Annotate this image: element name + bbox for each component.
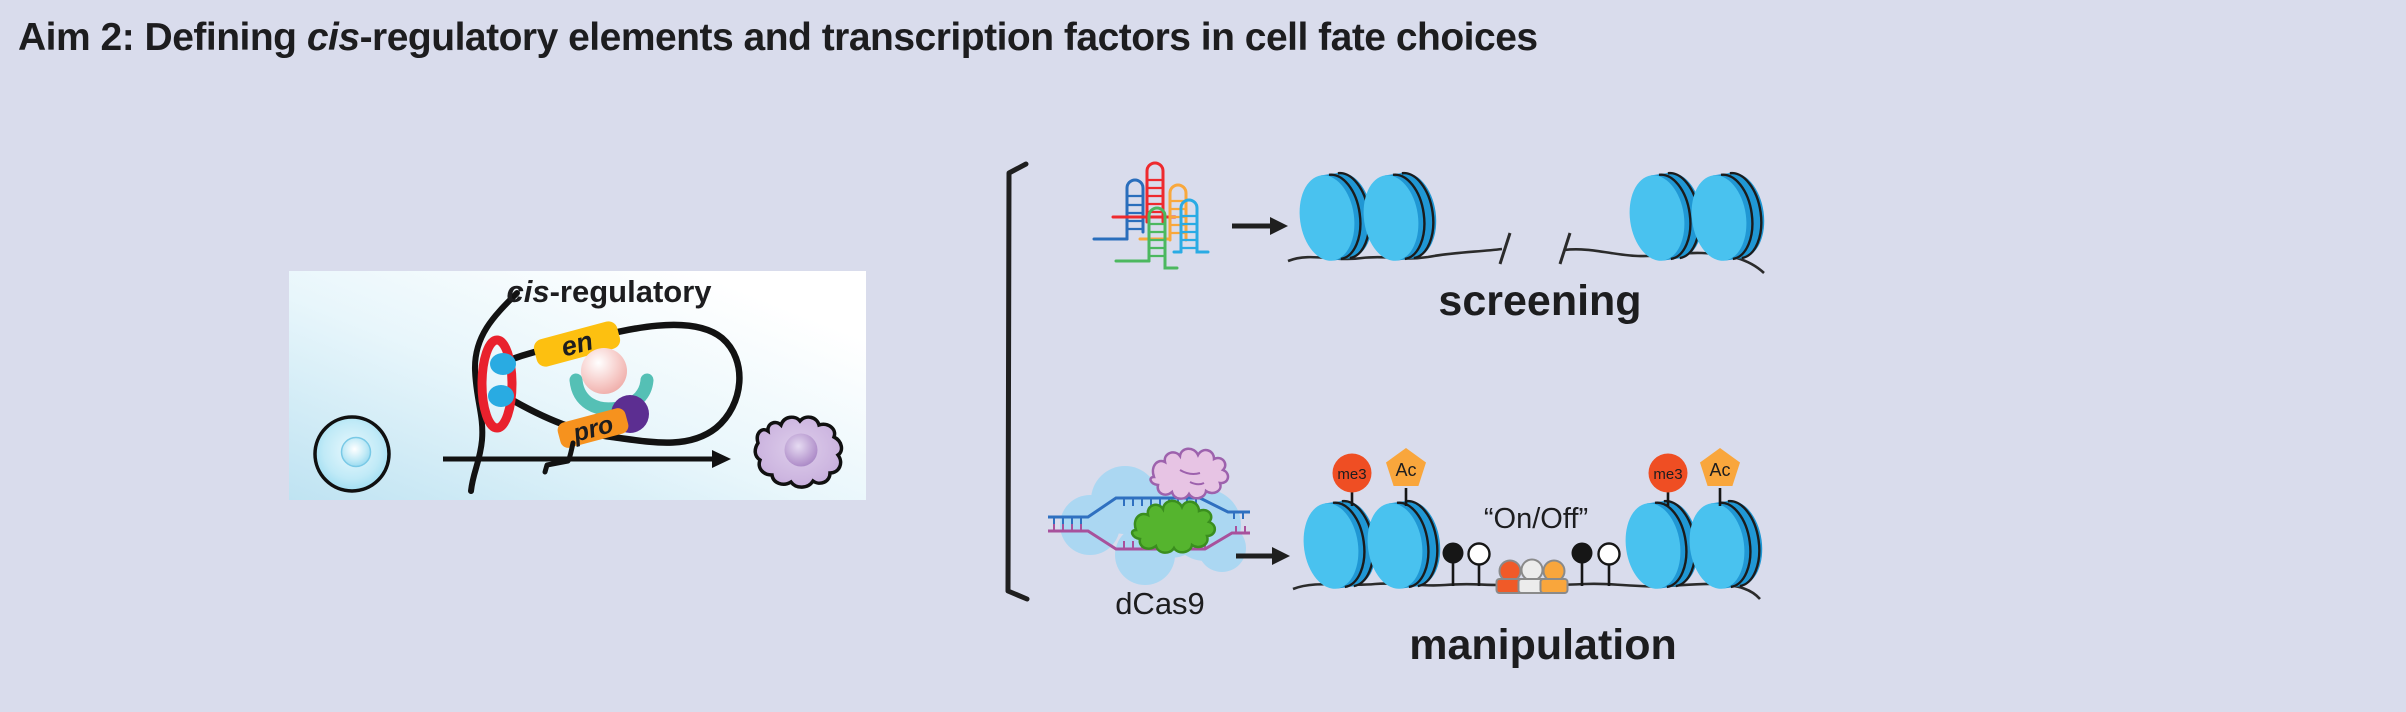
dcas9-label: dCas9: [1115, 586, 1205, 621]
grna-library-icon: [1092, 161, 1210, 270]
blue-cell-nucleus: [340, 436, 372, 468]
methyl-lollipop-open-icon: [1467, 542, 1491, 586]
grna-cyan-hairpin: [1172, 198, 1210, 254]
title-prefix: Aim 2: Defining: [18, 16, 307, 59]
on-off-label: “On/Off”: [1484, 503, 1588, 535]
tf-figure-white-icon: [1517, 558, 1547, 594]
grna-blue-hairpin: [1092, 178, 1145, 241]
screening-arrow-icon: [1232, 217, 1288, 235]
break-slash-icon: [1558, 232, 1572, 265]
screening-row: screening: [1092, 161, 1771, 325]
enhancer-box: en: [533, 321, 621, 367]
grna-orange-hairpin: [1138, 183, 1188, 242]
blue-cell: [313, 415, 391, 493]
effector-green-icon: [1130, 499, 1216, 554]
nucleosome-icon: [1361, 495, 1447, 594]
manipulation-row: dCas9: [1048, 447, 1769, 669]
title-suffix: -regulatory elements and transcription f…: [359, 16, 1539, 59]
me3-label: me3: [1337, 466, 1366, 483]
slide-title: Aim 2: Defining cis-regulatory elements …: [18, 16, 1538, 60]
effector-pink-icon: [1149, 447, 1230, 500]
ctcf-icon: [490, 353, 516, 375]
ac-label: Ac: [1709, 460, 1730, 480]
methyl-lollipop-filled-icon: [1442, 542, 1464, 586]
ac-label: Ac: [1395, 460, 1416, 480]
panel-caption-cis: cis: [506, 274, 549, 309]
nucleosome-icon: [1357, 167, 1443, 266]
bracket-icon: [1005, 161, 1030, 602]
purple-cell-nucleus: [784, 433, 818, 467]
panel-caption-rest: -regulatory: [550, 274, 713, 309]
methylation-marks: [1442, 542, 1621, 586]
dcas9-complex-icon: dCas9: [1048, 447, 1250, 621]
nucleosome-icon: [1685, 167, 1771, 266]
manipulation-arrow-icon: [1236, 547, 1290, 565]
cohesin-ring-icon: [477, 335, 517, 433]
ctcf-icon: [488, 385, 514, 407]
purple-cell: [753, 415, 844, 489]
ac-mark-icon: Ac: [1386, 448, 1426, 506]
nucleosome-icon: [1683, 495, 1769, 594]
cis-regulatory-panel: en pro: [289, 271, 866, 500]
tf-figure-yellow-icon: [1539, 559, 1569, 594]
manipulation-caption: manipulation: [1409, 621, 1677, 669]
me3-mark-icon: me3: [1332, 453, 1372, 506]
pink-sphere-icon: [581, 348, 627, 394]
screening-caption: screening: [1438, 277, 1641, 325]
title-cis-italic: cis: [306, 16, 360, 59]
differentiation-arrow-icon: [443, 450, 731, 468]
me3-mark-icon: me3: [1648, 453, 1688, 506]
methyl-lollipop-open-icon: [1597, 542, 1621, 586]
methyl-lollipop-filled-icon: [1571, 542, 1593, 586]
histone-marks: me3 Ac me3 Ac: [1332, 448, 1740, 506]
me3-label: me3: [1653, 466, 1682, 483]
chromatin-strand: [468, 290, 520, 494]
break-slash-icon: [1498, 232, 1512, 265]
tf-figure-orange-icon: [1495, 559, 1525, 594]
ac-mark-icon: Ac: [1700, 448, 1740, 506]
grna-green-hairpin: [1114, 206, 1179, 270]
panel-caption: cis-regulatory: [506, 274, 712, 309]
tf-figures: [1495, 558, 1569, 594]
